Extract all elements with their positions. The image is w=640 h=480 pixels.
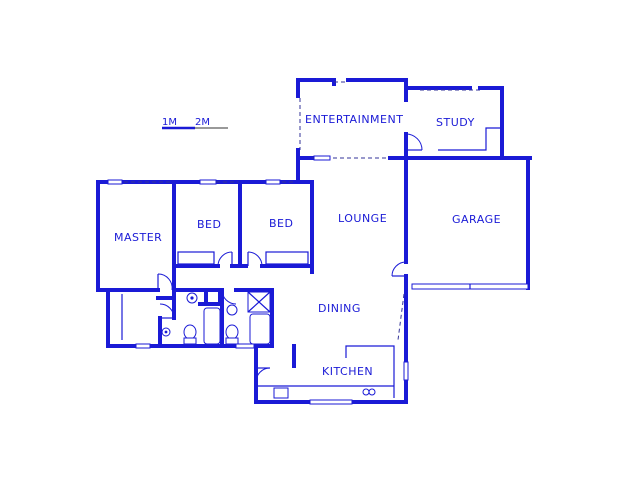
label-lounge: LOUNGE [338, 212, 387, 225]
label-kitchen: KITCHEN [322, 365, 373, 378]
label-garage: GARAGE [452, 213, 501, 226]
bathroom-block [106, 288, 274, 349]
study-room [404, 86, 532, 160]
label-dining: DINING [318, 302, 361, 315]
label-bed-2: BED [269, 217, 293, 230]
kitchen-dining [254, 288, 409, 405]
scale-label-2m: 2M [195, 117, 210, 128]
label-master: MASTER [114, 231, 162, 244]
entertainment-room [296, 78, 423, 162]
label-entertainment: ENTERTAINMENT [305, 113, 403, 126]
scale-bar: 1M 2M [162, 117, 228, 130]
label-bed-1: BED [197, 218, 221, 231]
label-study: STUDY [436, 116, 475, 129]
garage-room [391, 156, 530, 292]
scale-label-1m: 1M [162, 117, 177, 128]
bedroom-wing [96, 156, 314, 292]
